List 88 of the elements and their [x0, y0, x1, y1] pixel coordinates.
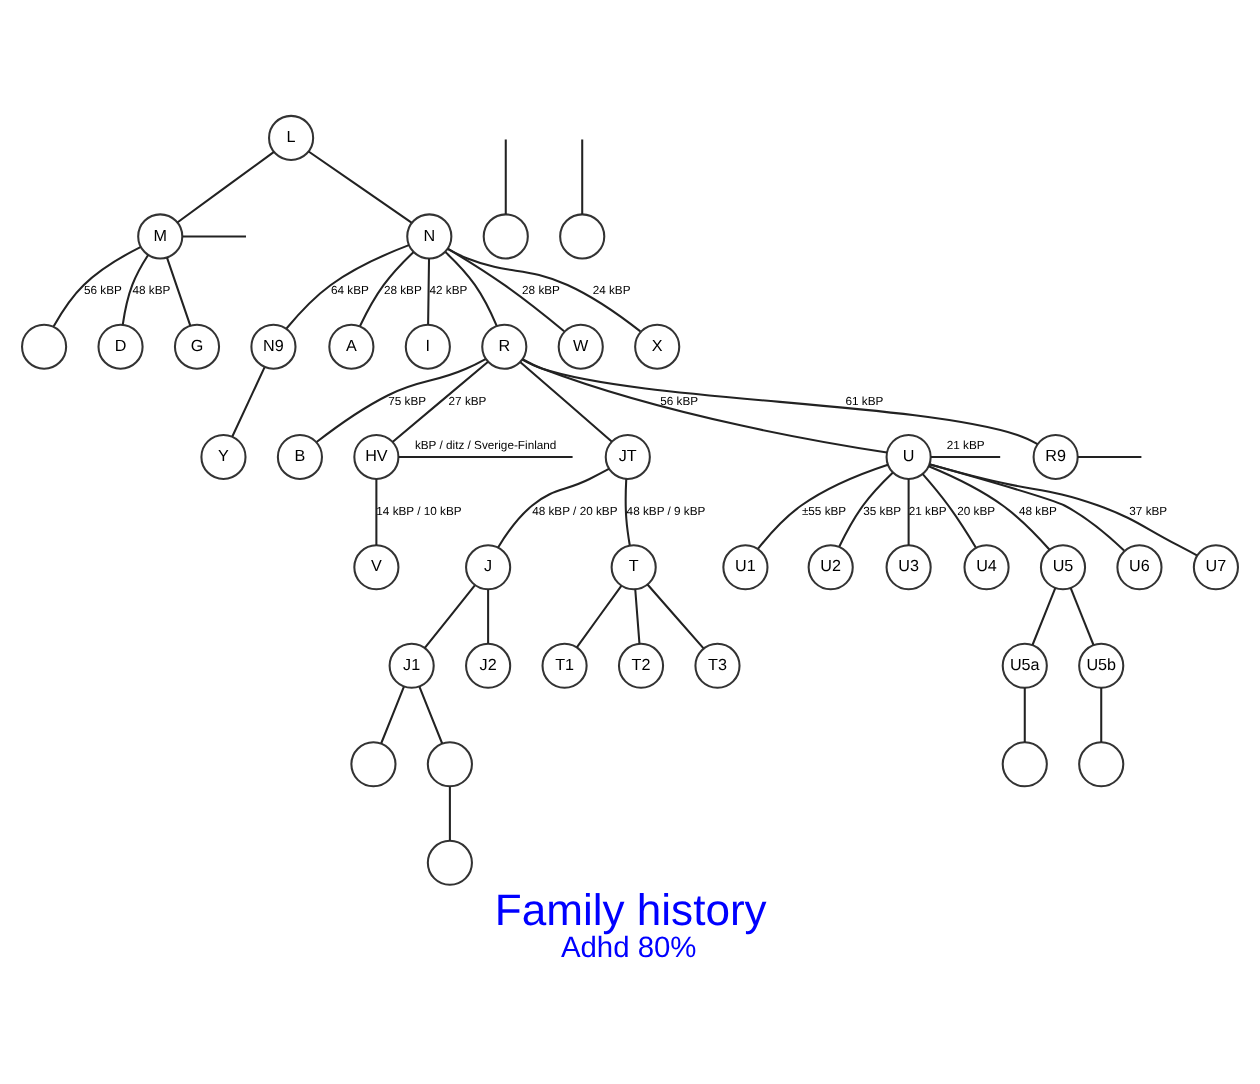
connector — [519, 360, 613, 442]
node-circle: U3 — [885, 543, 932, 590]
node-circle — [21, 322, 68, 369]
node-circle — [426, 740, 473, 787]
connector — [359, 250, 415, 326]
node-circle: N9 — [250, 322, 297, 369]
node-circle: M — [137, 212, 184, 259]
connector — [427, 257, 431, 324]
node-circle: U2 — [807, 543, 854, 590]
node-circle: U4 — [963, 543, 1010, 590]
connector — [52, 245, 141, 326]
connector — [928, 464, 1051, 550]
node-circle — [426, 838, 473, 885]
node-circle — [350, 740, 397, 787]
connector — [444, 250, 498, 326]
connector — [929, 462, 1125, 551]
connector — [757, 462, 889, 549]
connector — [576, 584, 623, 647]
connector — [424, 583, 476, 648]
connector — [922, 472, 977, 547]
connector — [838, 471, 894, 546]
node-circle: X — [634, 322, 681, 369]
node-circle — [1078, 740, 1125, 787]
connector — [634, 588, 641, 643]
connector — [1100, 686, 1103, 742]
node-circle — [559, 212, 606, 259]
node-circle: R — [481, 322, 528, 369]
connector — [308, 149, 413, 223]
node-circle: U5 — [1039, 543, 1087, 590]
node-circle: D — [97, 322, 144, 369]
node-circle: L — [268, 113, 315, 160]
node-circle: J — [465, 543, 512, 590]
node-circle: N — [406, 212, 453, 259]
connector — [521, 357, 1039, 444]
connector — [448, 785, 451, 840]
connector — [497, 467, 610, 548]
node-circle: U5b — [1078, 641, 1125, 688]
node-circle: T2 — [617, 641, 665, 688]
connector — [1023, 686, 1026, 742]
connector — [907, 478, 910, 545]
diagram-title: Family history — [494, 883, 767, 934]
connector — [1031, 586, 1057, 645]
connector — [166, 256, 192, 326]
node-circle: I — [404, 322, 451, 369]
connector — [375, 478, 378, 545]
node-circle: T — [610, 543, 657, 590]
node-circle: JT — [604, 432, 651, 480]
node-circle: T3 — [694, 641, 741, 688]
connector — [380, 685, 405, 743]
connector — [121, 253, 149, 324]
node-circle: J1 — [388, 641, 435, 688]
connector — [231, 365, 266, 436]
node-circle: U6 — [1116, 543, 1163, 590]
node-circle: U7 — [1192, 543, 1239, 590]
connector — [182, 234, 246, 237]
node-circle: U5a — [1001, 641, 1048, 688]
connector — [522, 357, 888, 453]
connector — [931, 454, 1001, 457]
connector — [392, 360, 489, 442]
connector — [1069, 586, 1095, 645]
connector — [646, 582, 705, 648]
connector — [929, 462, 1198, 556]
node-circle: T1 — [541, 641, 588, 688]
node-circle: U1 — [722, 543, 769, 590]
connector — [447, 246, 641, 332]
node-circle: B — [276, 432, 323, 480]
node-circle: U — [885, 432, 932, 480]
connector — [624, 478, 631, 545]
node-circle: V — [353, 543, 400, 590]
node-circle — [482, 212, 529, 259]
node-circle — [1001, 740, 1048, 787]
connector — [316, 357, 487, 442]
node-circle: G — [173, 322, 221, 369]
node-circle: W — [557, 322, 604, 369]
node-circle: J2 — [465, 641, 512, 688]
connector — [398, 454, 573, 457]
node-circle: A — [328, 322, 375, 369]
connector — [1078, 454, 1142, 457]
node-circle: R9 — [1032, 432, 1079, 480]
connector — [504, 138, 507, 214]
connector — [285, 243, 410, 328]
connector — [176, 150, 275, 223]
node-circle: Y — [200, 432, 247, 480]
connector — [487, 588, 490, 643]
connector — [581, 138, 584, 214]
label: Adhd 80% — [560, 931, 697, 964]
connector — [418, 685, 444, 743]
node-circle: HV — [353, 432, 400, 480]
